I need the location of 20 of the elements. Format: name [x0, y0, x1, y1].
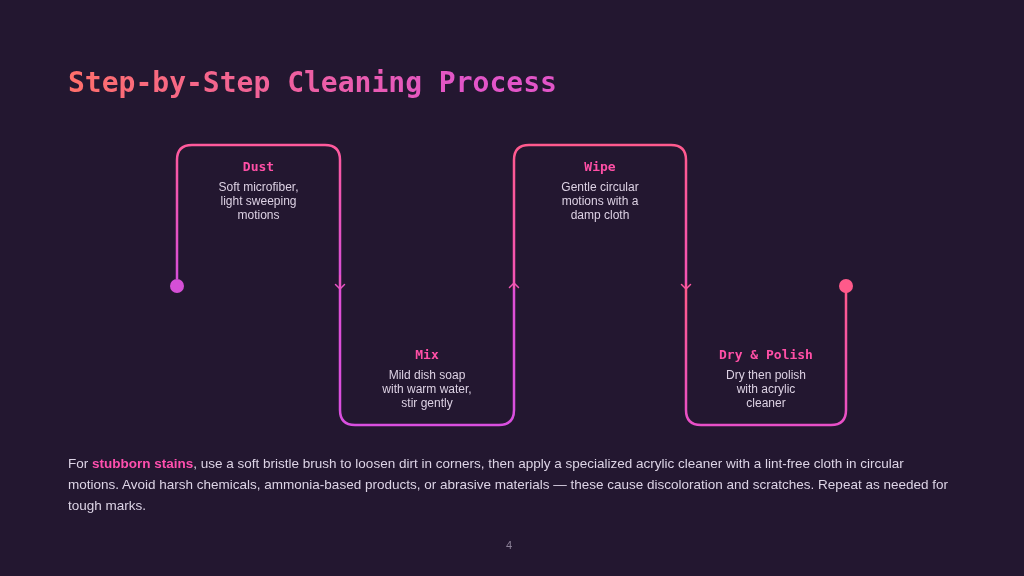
page-number: 4	[506, 539, 513, 551]
step-description: Soft microfiber, light sweeping motions	[217, 180, 300, 222]
step-panel	[686, 289, 846, 425]
step-heading: Dust	[242, 159, 275, 174]
step-description: Mild dish soap with warm water, stir gently	[381, 368, 473, 410]
arrow	[334, 275, 346, 290]
step-panel	[514, 145, 686, 283]
step-panel	[177, 145, 340, 275]
step-panel	[340, 289, 514, 425]
slide-title: Step-by-Step Cleaning Process	[68, 66, 557, 99]
endpoint-dot	[170, 279, 184, 293]
endpoint-dot	[839, 279, 853, 293]
step-description: Gentle circular motions with a damp cloth	[560, 180, 640, 222]
step-description: Dry then polish with acrylic cleaner	[724, 368, 807, 410]
arrow	[508, 282, 520, 289]
step-heading: Wipe	[584, 159, 616, 174]
arrow	[680, 283, 692, 290]
step-heading: Mix	[415, 347, 439, 362]
step-heading: Dry & Polish	[719, 347, 813, 362]
body-paragraph: For stubborn stains, use a soft bristle brush to loosen dirt in corners, then apply a specialized acrylic cleaner with a lint-free cloth in circular motions. Avoid harsh chemicals, ammonia-based products, or abrasive materials — these cause discoloration and scratches. Repeat as needed for tough marks.	[68, 455, 948, 515]
